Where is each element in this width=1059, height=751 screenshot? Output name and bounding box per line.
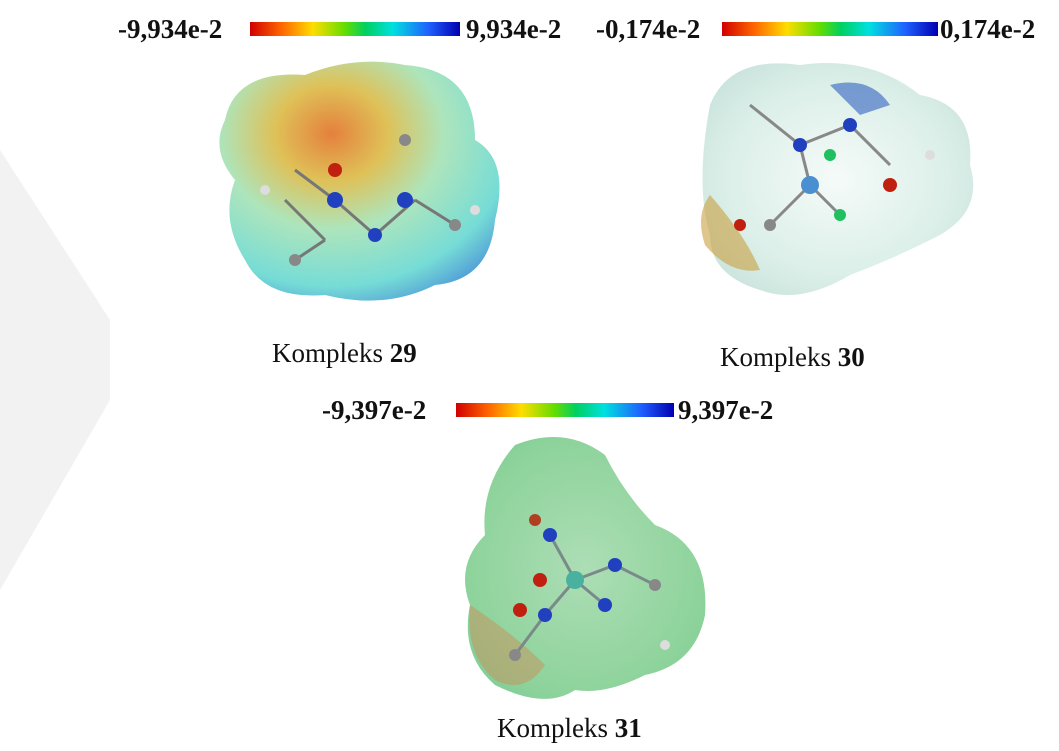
caption-30: Kompleks 30 bbox=[720, 342, 865, 372]
caption-31-number: 31 bbox=[614, 713, 642, 743]
caption-29: Kompleks 29 bbox=[272, 338, 417, 368]
color-scale-bar-31 bbox=[456, 403, 674, 417]
caption-30-prefix: Kompleks bbox=[720, 342, 831, 372]
scale-min-31: -9,397e-2 bbox=[322, 395, 427, 425]
color-scale-bar-29 bbox=[250, 22, 460, 36]
scale-max-30: 0,174e-2 bbox=[940, 14, 1036, 44]
watermark-shape bbox=[0, 150, 110, 590]
scale-min-29: -9,934e-2 bbox=[118, 14, 223, 44]
caption-30-number: 30 bbox=[837, 342, 865, 372]
caption-29-prefix: Kompleks bbox=[272, 338, 383, 368]
scale-max-29: 9,934e-2 bbox=[466, 14, 562, 44]
molecule-29-esp-surface bbox=[219, 61, 500, 301]
color-scale-bar-30 bbox=[722, 22, 938, 36]
molecule-31-esp-surface bbox=[465, 437, 706, 699]
caption-29-number: 29 bbox=[389, 338, 417, 368]
caption-31-prefix: Kompleks bbox=[497, 713, 608, 743]
scale-min-30: -0,174e-2 bbox=[596, 14, 701, 44]
molecule-30-esp-surface bbox=[701, 63, 974, 295]
caption-31: Kompleks 31 bbox=[497, 713, 642, 743]
scale-max-31: 9,397e-2 bbox=[678, 395, 774, 425]
